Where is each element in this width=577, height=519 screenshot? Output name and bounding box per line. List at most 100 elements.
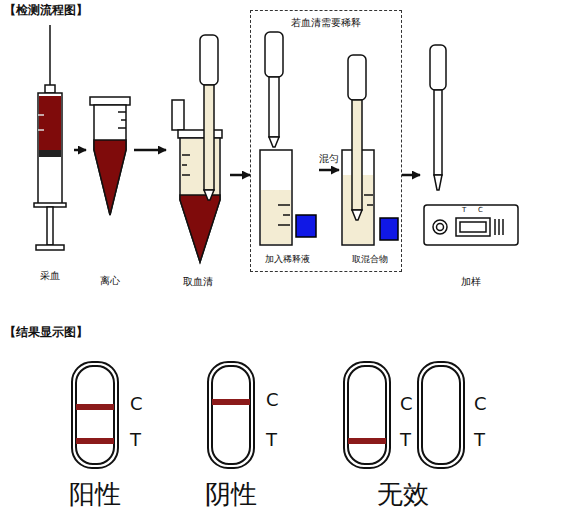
line-mark: C bbox=[130, 394, 143, 414]
dilution-group: 加入稀释液 取混合物 若血清需要稀释 bbox=[250, 10, 402, 272]
result-strips-part bbox=[422, 366, 460, 464]
dilution-vial-2-part bbox=[352, 210, 362, 220]
test-cassette-part bbox=[456, 218, 490, 236]
serum-tube-part bbox=[200, 35, 218, 85]
step-caption: 离心 bbox=[100, 275, 120, 287]
step-caption: 采血 bbox=[40, 270, 60, 282]
step-caption: 加入稀释液 bbox=[265, 254, 310, 265]
syringe-part bbox=[47, 207, 53, 245]
flow-arrow bbox=[319, 169, 339, 172]
serum-tube-part bbox=[204, 190, 214, 200]
section-heading: 【结果显示图】 bbox=[4, 326, 88, 339]
result-strips-part bbox=[348, 366, 386, 464]
result-strips-part bbox=[212, 399, 250, 405]
result-label: 无效 bbox=[377, 480, 429, 509]
serum-tube-part bbox=[204, 85, 214, 190]
test-cassette-part bbox=[424, 205, 518, 245]
flow-arrow bbox=[74, 149, 86, 152]
result-strips bbox=[72, 362, 464, 468]
dilution-vial-1-part bbox=[261, 190, 291, 244]
result-strips-part bbox=[418, 362, 464, 468]
flow-arrow bbox=[134, 149, 166, 152]
centrifuge-tube-part bbox=[118, 127, 126, 129]
dilution-vial-2 bbox=[342, 55, 398, 245]
syringe-part bbox=[45, 85, 55, 93]
test-cassette bbox=[424, 45, 518, 245]
syringe-part bbox=[39, 150, 61, 157]
line-mark: C bbox=[474, 394, 487, 414]
step-caption: 加样 bbox=[461, 276, 481, 288]
step-node: 加入稀释液 bbox=[256, 29, 319, 265]
step-node: 加样 bbox=[420, 30, 522, 288]
group-title: 若血清需要稀释 bbox=[291, 17, 361, 29]
syringe-part bbox=[39, 96, 61, 150]
centrifuge-tube bbox=[90, 97, 130, 215]
test-cassette-part bbox=[498, 219, 500, 235]
flow-arrow bbox=[230, 174, 250, 177]
result-label: 阴性 bbox=[205, 480, 257, 509]
dilution-vial-1-part bbox=[278, 204, 290, 206]
dilution-vial-1 bbox=[260, 32, 316, 245]
centrifuge-tube-part bbox=[94, 105, 126, 215]
line-mark: T bbox=[266, 430, 277, 450]
dilution-vial-1-part bbox=[269, 77, 279, 137]
section-heading: 【检测流程图】 bbox=[4, 4, 88, 17]
serum-tube-part bbox=[182, 164, 187, 166]
dilution-vial-2-part bbox=[364, 194, 373, 196]
serum-tube-part bbox=[182, 154, 190, 156]
dilution-vial-2-part bbox=[352, 100, 362, 210]
dilution-vial-1-part bbox=[265, 32, 283, 77]
cassette-mark: T bbox=[462, 207, 466, 215]
result-strips-part bbox=[208, 362, 254, 468]
dilution-vial-2-part bbox=[348, 55, 366, 100]
step-node: 取血清 bbox=[166, 30, 230, 288]
flow-arrow bbox=[402, 174, 420, 177]
test-cassette-part bbox=[437, 224, 444, 231]
result-strips-part bbox=[76, 366, 114, 464]
test-cassette-part bbox=[430, 45, 446, 90]
syringe-part bbox=[36, 245, 64, 250]
step-node: 离心 bbox=[86, 90, 134, 287]
line-mark: T bbox=[130, 430, 141, 450]
step-caption: 取混合物 bbox=[352, 254, 388, 265]
dilution-vial-1-part bbox=[269, 137, 279, 147]
serum-tube-part bbox=[178, 130, 222, 138]
step-node: 采血 bbox=[26, 20, 74, 282]
line-mark: C bbox=[266, 390, 279, 410]
result-strips-part bbox=[76, 404, 114, 410]
centrifuge-tube-part bbox=[94, 140, 126, 215]
serum-tube bbox=[172, 35, 222, 262]
edge-label: 混匀 bbox=[317, 153, 341, 164]
test-cassette-part bbox=[434, 90, 442, 175]
test-cassette-part bbox=[434, 175, 442, 190]
syringe-part bbox=[49, 25, 51, 86]
serum-tube-part bbox=[182, 174, 190, 176]
dilution-vial-2-part bbox=[367, 204, 373, 206]
result-strips-part bbox=[76, 438, 114, 444]
centrifuge-tube-part bbox=[118, 111, 126, 113]
result-strips-part bbox=[212, 366, 250, 464]
serum-tube-part bbox=[180, 195, 220, 262]
test-cassette-part bbox=[460, 222, 486, 232]
dilution-vial-1-part bbox=[296, 215, 316, 237]
result-strips-part bbox=[344, 362, 390, 468]
syringe-part bbox=[38, 114, 44, 116]
result-strips-part bbox=[348, 438, 386, 444]
line-mark: C bbox=[400, 394, 413, 414]
dilution-vial-2-part bbox=[380, 218, 398, 240]
syringe-part bbox=[38, 93, 62, 205]
result-strips-part bbox=[72, 362, 118, 468]
dilution-vial-1-part bbox=[278, 224, 290, 226]
test-cassette-part bbox=[502, 219, 504, 235]
centrifuge-tube-part bbox=[90, 97, 130, 105]
cassette-mark: C bbox=[478, 207, 483, 215]
dilution-vial-1-part bbox=[283, 214, 290, 216]
line-mark: T bbox=[474, 430, 485, 450]
dilution-vial-1-part bbox=[260, 150, 292, 245]
syringe-part bbox=[38, 129, 44, 131]
serum-tube-part bbox=[172, 100, 184, 130]
line-mark: T bbox=[400, 430, 411, 450]
test-cassette-part bbox=[433, 220, 447, 234]
test-cassette-part bbox=[494, 219, 496, 235]
